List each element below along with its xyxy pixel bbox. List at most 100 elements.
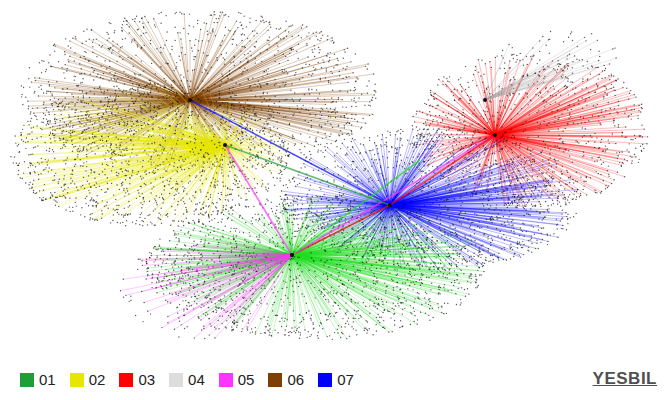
- network-node: [244, 34, 245, 35]
- network-node: [298, 58, 299, 59]
- network-node: [365, 123, 366, 124]
- network-node: [137, 88, 138, 89]
- network-node: [351, 118, 352, 119]
- network-node: [260, 52, 261, 53]
- network-node: [188, 92, 189, 93]
- network-node: [284, 69, 285, 70]
- network-node: [324, 146, 325, 147]
- network-node: [309, 151, 310, 152]
- network-node: [224, 63, 225, 64]
- network-node: [207, 34, 208, 35]
- network-node: [216, 18, 217, 19]
- network-node: [130, 58, 131, 59]
- network-node: [114, 30, 115, 31]
- network-node: [292, 134, 293, 135]
- network-node: [279, 106, 280, 107]
- network-node: [176, 12, 177, 13]
- network-node: [355, 53, 356, 54]
- network-node: [183, 14, 184, 15]
- network-node: [189, 25, 190, 26]
- network-node: [128, 32, 129, 33]
- network-node: [282, 82, 283, 83]
- network-node: [225, 27, 226, 28]
- network-node: [96, 56, 97, 57]
- network-node: [375, 91, 376, 92]
- network-node: [70, 47, 71, 48]
- network-node: [167, 63, 168, 64]
- network-node: [195, 56, 196, 57]
- network-node: [161, 12, 162, 13]
- network-node: [260, 139, 261, 140]
- network-node: [147, 93, 148, 94]
- network-node: [93, 39, 94, 40]
- network-node: [82, 91, 83, 92]
- network-node: [372, 97, 373, 98]
- network-node: [292, 138, 293, 139]
- network-node: [260, 86, 261, 87]
- network-node: [351, 114, 352, 115]
- network-node: [179, 56, 180, 57]
- network-node: [333, 101, 334, 102]
- network-node: [202, 40, 203, 41]
- network-node: [351, 106, 352, 107]
- network-node: [330, 82, 331, 83]
- network-node: [232, 92, 233, 93]
- network-node: [175, 68, 176, 69]
- network-node: [202, 72, 203, 73]
- network-node: [137, 44, 138, 45]
- network-node: [247, 53, 248, 54]
- network-node: [314, 69, 315, 70]
- network-node: [125, 90, 126, 91]
- network-node: [200, 29, 201, 30]
- network-node: [309, 136, 310, 137]
- network-node: [170, 53, 171, 54]
- network-node: [263, 22, 264, 23]
- network-node: [298, 35, 299, 36]
- network-node: [193, 56, 194, 57]
- network-node: [262, 76, 263, 77]
- network-node: [301, 108, 302, 109]
- network-node: [292, 24, 293, 25]
- network-node: [131, 39, 132, 40]
- network-node: [274, 61, 275, 62]
- network-node: [193, 26, 194, 27]
- network-node: [235, 30, 236, 31]
- network-node: [207, 55, 208, 56]
- network-node: [84, 51, 85, 52]
- network-node: [244, 67, 245, 68]
- network-node: [103, 93, 104, 94]
- network-node: [111, 159, 112, 160]
- network-node: [335, 64, 336, 65]
- network-node: [262, 17, 263, 18]
- network-node: [329, 57, 330, 58]
- network-node: [234, 65, 235, 66]
- network-node: [292, 136, 293, 137]
- network-node: [330, 40, 331, 41]
- network-node: [321, 125, 322, 126]
- network-node: [302, 24, 303, 25]
- network-node: [152, 124, 153, 125]
- network-node: [268, 68, 269, 69]
- network-node: [112, 40, 113, 41]
- network-node: [240, 61, 241, 62]
- network-node: [247, 61, 248, 62]
- network-node: [327, 35, 328, 36]
- network-node: [156, 48, 157, 49]
- network-node: [64, 54, 65, 55]
- network-node: [350, 130, 351, 131]
- network-node: [340, 130, 341, 131]
- network-node: [145, 32, 146, 33]
- network-node: [268, 114, 269, 115]
- network-node: [347, 118, 348, 119]
- network-node: [367, 68, 368, 69]
- network-node: [141, 47, 142, 48]
- network-node: [35, 80, 36, 81]
- network-node: [207, 73, 208, 74]
- network-node: [308, 74, 309, 75]
- network-node: [93, 79, 94, 80]
- network-node: [320, 111, 321, 112]
- network-node: [89, 38, 90, 39]
- network-node: [71, 93, 72, 94]
- network-node: [33, 112, 34, 113]
- network-node: [137, 29, 138, 30]
